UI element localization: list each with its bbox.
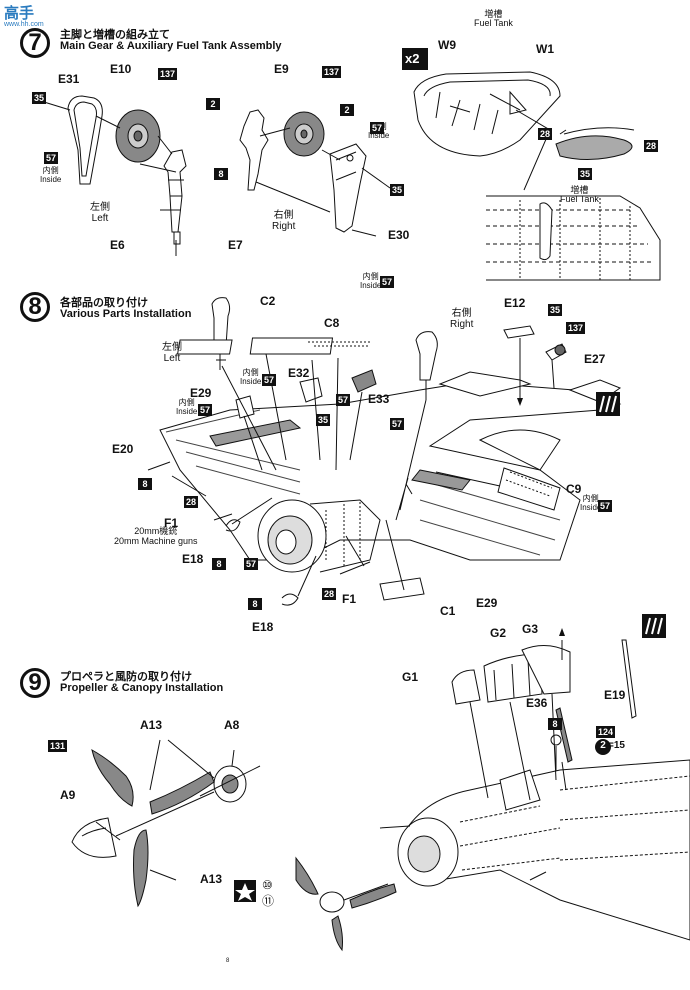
part-c1: C1 <box>440 604 456 618</box>
part-e19: E19 <box>604 688 626 702</box>
color-callout: 8 <box>248 598 262 610</box>
watermark-site: www.hh.com <box>4 21 44 28</box>
color-callout: 8 <box>212 558 226 570</box>
part-e7: E7 <box>228 238 243 252</box>
part-e31: E31 <box>58 72 80 86</box>
color-callout: 2 <box>206 98 220 110</box>
color-callout: 2 <box>340 104 354 116</box>
decal-11: ⑪ <box>262 894 275 908</box>
part-g1: G1 <box>402 670 419 684</box>
part-e33: E33 <box>368 392 390 406</box>
color-callout: 35 <box>390 184 405 196</box>
part-c8: C8 <box>324 316 340 330</box>
part-e9: E9 <box>274 62 289 76</box>
part-a9: A9 <box>60 788 76 802</box>
step-8-number: 8 <box>20 292 50 322</box>
color-callout: 28 <box>184 496 199 508</box>
step-8-title-jp: 各部品の取り付け <box>60 297 148 309</box>
decal-10: ⑩ <box>262 878 273 892</box>
part-e6: E6 <box>110 238 125 252</box>
part-a8: A8 <box>224 718 240 732</box>
color-callout: 28 <box>644 140 659 152</box>
color-callout: 57 <box>244 558 259 570</box>
color-callout: 57 <box>198 404 213 416</box>
color-callout: 8 <box>214 168 228 180</box>
part-e36: E36 <box>526 696 548 710</box>
color-callout: 57 <box>336 394 351 406</box>
color-callout: 57 <box>370 122 385 134</box>
part-e30: E30 <box>388 228 410 242</box>
color-callout: 57 <box>598 500 613 512</box>
part-c9: C9 <box>566 482 582 496</box>
step-9-number: 9 <box>20 668 50 698</box>
color-callout: 35 <box>578 168 593 180</box>
part-e18-b: E18 <box>252 620 274 634</box>
color-callout: 57 <box>390 418 405 430</box>
step-9-title-en: Propeller & Canopy Installation <box>60 682 224 694</box>
color-callout: 137 <box>158 68 178 80</box>
step-8-title-en: Various Parts Installation <box>60 308 192 320</box>
color-callout: 35 <box>548 304 563 316</box>
step-9-title-jp: プロペラと風防の取り付け <box>60 671 192 683</box>
color-callout: 57 <box>44 152 59 164</box>
part-e18-a: E18 <box>182 552 204 566</box>
quantity-x2: x2 <box>405 51 420 66</box>
part-e10: E10 <box>110 62 132 76</box>
decal-2-15: 2=15 <box>598 740 625 751</box>
part-a13-b: A13 <box>200 872 223 886</box>
step-7-title-en: Main Gear & Auxiliary Fuel Tank Assembly <box>60 40 282 52</box>
color-callout: 8 <box>548 718 562 730</box>
watermark-logo: 高手 <box>4 2 34 23</box>
color-callout: 28 <box>538 128 553 140</box>
color-callout: 57 <box>262 374 277 386</box>
color-callout: 35 <box>316 414 331 426</box>
part-f1-b: F1 <box>342 592 357 606</box>
part-w1: W1 <box>536 42 554 56</box>
part-e12: E12 <box>504 296 526 310</box>
step-7-number: 7 <box>20 28 50 58</box>
part-e27: E27 <box>584 352 606 366</box>
decal-15-suffix: =15 <box>608 740 625 751</box>
part-e32: E32 <box>288 366 310 380</box>
part-f1-a: F1 <box>164 516 179 530</box>
color-callout: 35 <box>32 92 47 104</box>
step-7-title-jp: 主脚と増槽の組み立て <box>60 29 170 41</box>
color-callout: 137 <box>566 322 586 334</box>
color-callout: 137 <box>322 66 342 78</box>
color-callout: 57 <box>380 276 395 288</box>
color-callout: 131 <box>48 740 68 752</box>
color-callout: 8 <box>138 478 152 490</box>
color-callout: 28 <box>322 588 337 600</box>
part-e29-a: E29 <box>190 386 212 400</box>
page-mark: 8 <box>226 958 230 964</box>
part-e20: E20 <box>112 442 134 456</box>
part-c2: C2 <box>260 294 276 308</box>
part-w9: W9 <box>438 38 456 52</box>
color-callout: 124 <box>596 726 616 738</box>
part-e29-b: E29 <box>476 596 498 610</box>
part-g3: G3 <box>522 622 539 636</box>
decal-2-number: 2 <box>600 740 606 751</box>
watermark-title: 高手 <box>4 5 35 22</box>
part-g2: G2 <box>490 626 507 640</box>
part-a13-a: A13 <box>140 718 163 732</box>
